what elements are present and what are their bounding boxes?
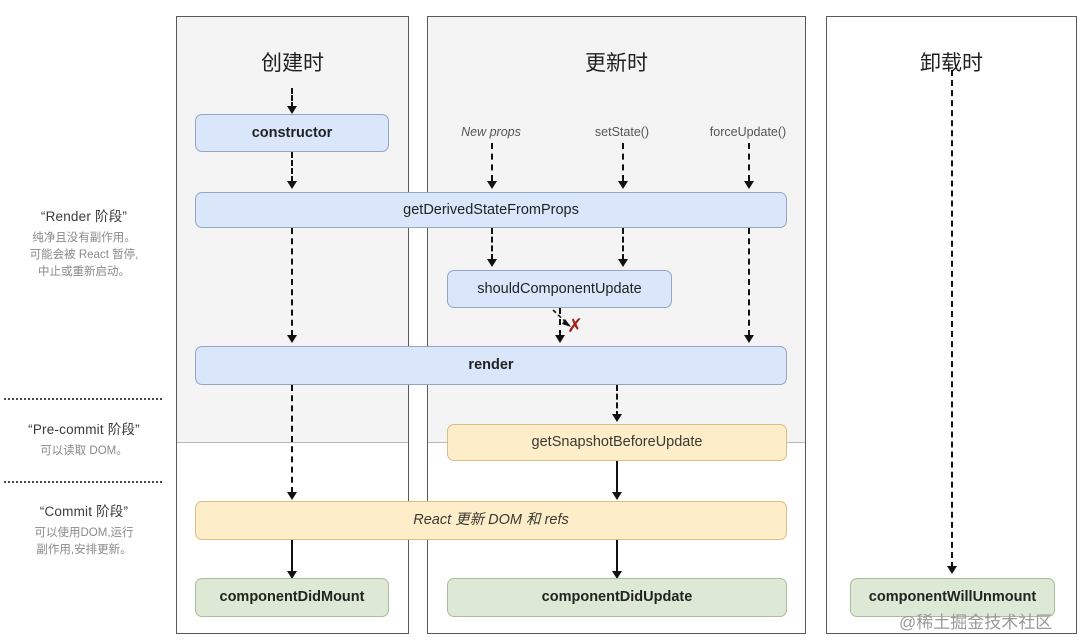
connector-arrow	[287, 106, 297, 114]
connector-line	[616, 385, 618, 417]
connector-arrow	[287, 335, 297, 343]
legend-precommit-phase: “Pre-commit 阶段” 可以读取 DOM。	[0, 418, 168, 460]
skip-render-arrow	[552, 309, 571, 327]
connector-line	[291, 152, 293, 182]
connector-arrow	[744, 335, 754, 343]
node-component-did-mount[interactable]: componentDidMount	[195, 578, 389, 617]
connector-line	[622, 143, 624, 181]
node-should-component-update[interactable]: shouldComponentUpdate	[447, 270, 672, 308]
connector-line	[622, 228, 624, 260]
connector-arrow	[618, 181, 628, 189]
node-react-updates-dom[interactable]: React 更新 DOM 和 refs	[195, 501, 787, 540]
connector-arrow	[618, 259, 628, 267]
trigger-label-setstate: setState()	[594, 125, 650, 139]
skip-render-x-icon: ✗	[567, 315, 583, 337]
legend-body: 可以读取 DOM。	[40, 445, 128, 457]
legend-render-phase: “Render 阶段” 纯净且没有副作用。 可能会被 React 暂停, 中止或…	[0, 205, 168, 281]
connector-line	[616, 540, 618, 572]
connector-line	[616, 461, 618, 493]
legend-title: “Pre-commit 阶段”	[28, 422, 140, 437]
legend-body: 纯净且没有副作用。 可能会被 React 暂停, 中止或重新启动。	[29, 232, 139, 278]
connector-arrow	[947, 566, 957, 574]
connector-arrow	[287, 492, 297, 500]
connector-line	[291, 385, 293, 493]
legend-title: “Commit 阶段”	[39, 504, 129, 519]
connector-line	[291, 228, 293, 336]
panel-title: 卸载时	[920, 52, 983, 75]
connector-arrow	[287, 571, 297, 579]
node-constructor[interactable]: constructor	[195, 114, 389, 152]
trigger-label-forceupdate: forceUpdate()	[709, 125, 787, 139]
connector-arrow	[487, 181, 497, 189]
legend-divider-top	[4, 398, 162, 400]
connector-line	[491, 228, 493, 260]
connector-arrow	[612, 492, 622, 500]
connector-arrow	[487, 259, 497, 267]
legend-title: “Render 阶段”	[40, 209, 128, 224]
connector-line	[491, 143, 493, 181]
connector-line	[748, 143, 750, 181]
node-component-did-update[interactable]: componentDidUpdate	[447, 578, 787, 617]
legend-body: 可以使用DOM,运行 副作用,安排更新。	[34, 527, 134, 556]
node-component-will-unmount[interactable]: componentWillUnmount	[850, 578, 1055, 617]
connector-arrow	[287, 181, 297, 189]
legend-commit-phase: “Commit 阶段” 可以使用DOM,运行 副作用,安排更新。	[0, 500, 168, 559]
connector-line	[291, 88, 293, 108]
panel-title: 更新时	[585, 52, 648, 75]
connector-arrow	[744, 181, 754, 189]
connector-line	[951, 70, 953, 568]
node-get-snapshot-before-update[interactable]: getSnapshotBeforeUpdate	[447, 424, 787, 461]
connector-line	[748, 228, 750, 336]
connector-arrow	[555, 335, 565, 343]
connector-line	[291, 540, 293, 572]
node-render[interactable]: render	[195, 346, 787, 385]
connector-arrow	[612, 414, 622, 422]
node-get-derived-state-from-props[interactable]: getDerivedStateFromProps	[195, 192, 787, 228]
legend-divider-bottom	[4, 481, 162, 483]
watermark: @稀土掘金技术社区	[899, 613, 1053, 632]
connector-line	[559, 308, 561, 336]
connector-arrow	[612, 571, 622, 579]
panel-title: 创建时	[261, 52, 324, 75]
trigger-label-new-props: New props	[461, 125, 521, 139]
